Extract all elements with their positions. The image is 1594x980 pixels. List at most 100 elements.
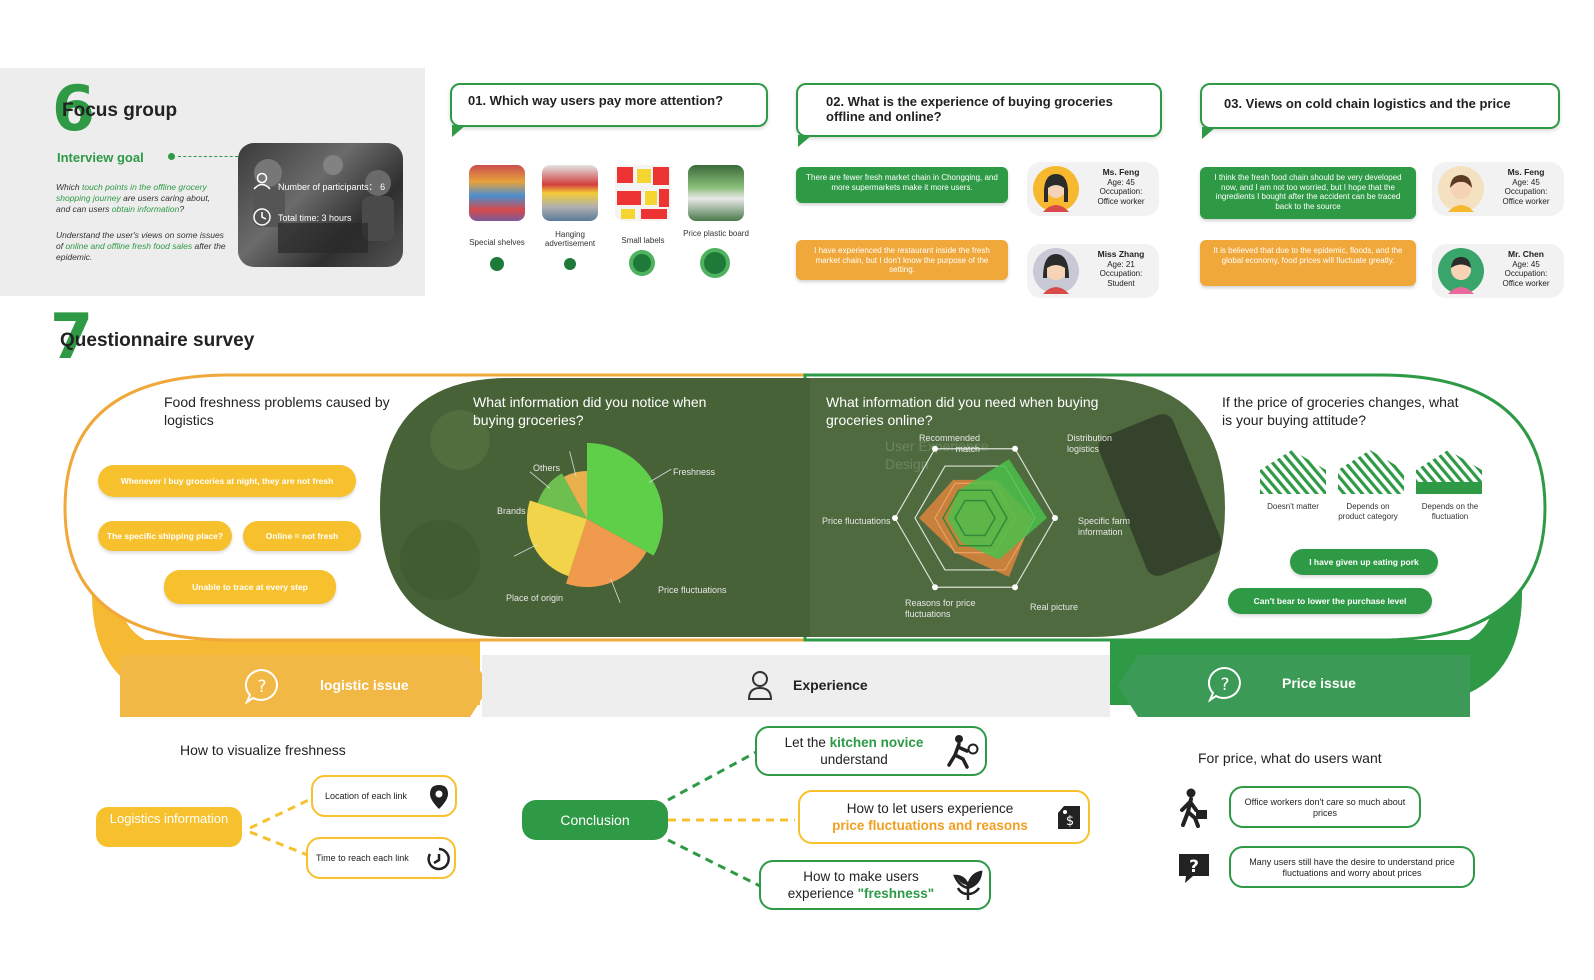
experience-label: Experience [793, 677, 868, 693]
pie-slice-place-of-origin [527, 500, 587, 577]
pill-unable-to-trace: Unable to trace at every step [164, 570, 336, 604]
visualize-freshness-heading: How to visualize freshness [180, 742, 346, 758]
pill-shipping-place: The specific shipping place? [98, 521, 232, 551]
attitude-label-2: Depends on product category [1338, 502, 1398, 521]
svg-text:?: ? [257, 677, 266, 697]
experience-banner [482, 655, 1110, 717]
pie-label-price-fluctuations: Price fluctuations [658, 585, 727, 595]
radar-inner-ring-1 [954, 499, 996, 537]
pie-slice-others [563, 471, 587, 519]
location-box: Location of each link [311, 775, 457, 817]
radar-vertex-3 [932, 584, 938, 591]
participants-icon [253, 172, 271, 190]
want-1-box: Office workers don't care so much about … [1229, 786, 1421, 828]
quote-bubble-q2-1: There are fewer fresh market chain in Ch… [796, 167, 1008, 203]
price-banner [1118, 655, 1470, 717]
pie-leader-1 [610, 578, 621, 603]
quote-bubble-q2-2: I have experienced the restaurant inside… [796, 240, 1008, 280]
attention-dot-3 [633, 254, 651, 272]
small-labels-label: Small labels [621, 236, 665, 245]
want-2-box: Many users still have the desire to unde… [1229, 846, 1475, 888]
conclusion-1-box: Let the kitchen novice understand [755, 726, 987, 776]
hanging-ad-image [542, 165, 598, 221]
radar-inner-ring-0 [942, 489, 1008, 547]
price-attitude-question: If the price of groceries changes, what … [1222, 394, 1459, 428]
attitude-label-1: Doesn't matter [1267, 502, 1319, 511]
special-shelves-image [469, 165, 525, 221]
office-worker-icon [1180, 788, 1207, 828]
pill-not-fresh-night: Whenever I buy groceries at night, they … [98, 465, 356, 497]
svg-text:?: ? [1189, 857, 1199, 877]
radar-watermark: User Experience Design [885, 438, 989, 472]
radar-vertex-0 [1012, 445, 1018, 452]
produce-shape-2 [400, 520, 480, 600]
attitude-icon-2 [1338, 450, 1404, 494]
price-issue-label: Price issue [1282, 675, 1356, 691]
chef-novice-icon [947, 735, 979, 769]
goal-note-2: Understand the user's views on some issu… [56, 230, 226, 262]
question-2-box: 02. What is the experience of buying gro… [796, 83, 1162, 137]
focus-group-photo [238, 143, 403, 267]
question-2-tail [798, 135, 812, 147]
radar-label-real-picture: Real picture [1030, 602, 1079, 612]
attention-dot-4 [704, 252, 726, 274]
avatar-feng-2 [1438, 166, 1484, 212]
price-tag-icon: $ [1058, 806, 1080, 829]
pill-given-up-pork: I have given up eating pork [1290, 549, 1438, 575]
attitude-label-3: Depends on the fluctuation [1421, 502, 1479, 521]
radar-series-1 [947, 459, 1047, 560]
svg-text:$: $ [1066, 814, 1074, 829]
pie-slice-brands [537, 473, 587, 519]
attitude-icon-3 [1416, 450, 1482, 494]
interview-goal-label: Interview goal [57, 150, 144, 165]
attitude-icon-3-base [1416, 482, 1482, 494]
logistic-banner [120, 655, 490, 717]
attitude-stripes [1260, 450, 1482, 494]
photo-people-illustration [253, 155, 394, 253]
question-3-tail [1202, 127, 1216, 139]
fresh-leaf-icon [953, 870, 983, 900]
small-labels-image [615, 165, 671, 221]
conclusion-3-box: How to make users experience "freshness" [759, 860, 991, 910]
avatar-feng [1033, 166, 1079, 212]
goal-connector [178, 156, 238, 157]
goal-note-1: Which touch points in the offline grocer… [56, 182, 211, 214]
attention-dot-1 [490, 257, 504, 271]
conclusion-1-text: Let the kitchen novice understand [784, 735, 924, 767]
logistic-question-icon: ? [244, 668, 278, 705]
pie-label-place-of-origin: Place of origin [506, 593, 564, 603]
question-1-box: 01. Which way users pay more attention? [450, 83, 768, 127]
attitude-icon-1 [1260, 450, 1326, 494]
time-text: Time to reach each link [316, 853, 409, 863]
radar-label-distribution: Distribution logistics [1067, 433, 1113, 454]
attention-dot-2 [564, 258, 576, 270]
pie-leader-0 [648, 468, 672, 483]
question-3-box: 03. Views on cold chain logistics and th… [1200, 83, 1560, 129]
pie-leader-4 [569, 451, 577, 477]
quote-bubble-q3-2: It is believed that due to the epidemic,… [1200, 240, 1416, 286]
conclusion-3-text: How to make users experience "freshness" [787, 869, 935, 901]
focus-group-title: Focus group [62, 100, 178, 121]
price-board-label: Price plastic board [683, 229, 749, 238]
pie-chart [513, 443, 672, 603]
user-icon [747, 671, 773, 700]
participants-text: Number of participants： 6 [278, 182, 386, 192]
radar-label-reasons: Reasons for price fluctuations [905, 598, 976, 619]
special-shelves-label: Special shelves [469, 238, 525, 247]
svg-text:?: ? [1220, 675, 1229, 695]
hanging-ad-label: Hanging advertisement [544, 230, 596, 248]
pie-chart-title: What information did you notice when buy… [473, 394, 707, 428]
conclusion-box: Conclusion [522, 800, 668, 840]
pie-label-freshness: Freshness [673, 467, 716, 477]
pie-label-brands: Brands [497, 506, 526, 516]
woman-face-icon [1043, 174, 1069, 212]
timer-icon [427, 847, 450, 871]
radar-vertex-2 [1012, 584, 1018, 591]
